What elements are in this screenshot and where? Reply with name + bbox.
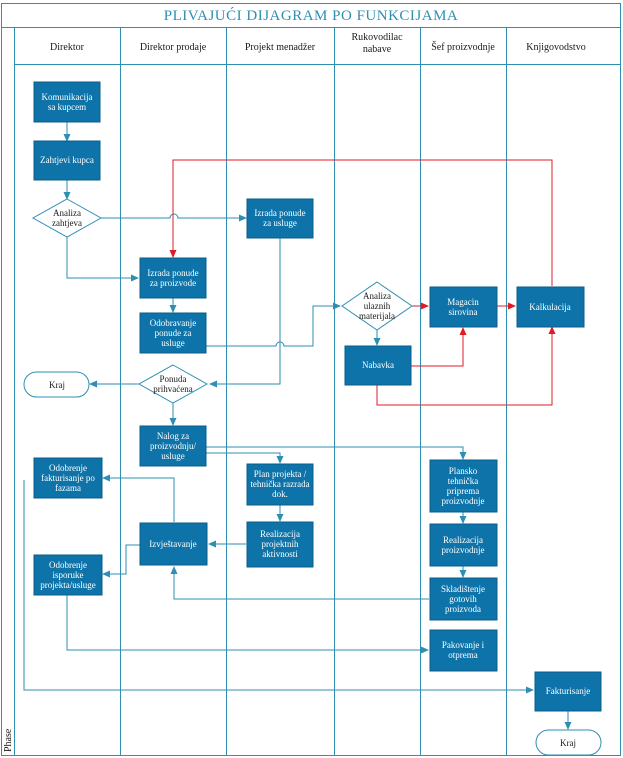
lane-header-direktor: Direktor <box>50 42 85 53</box>
terminator[interactable]: Kraj <box>23 371 90 398</box>
flow-arrow <box>209 238 281 388</box>
flow-arrow <box>101 213 247 222</box>
flow-arrow <box>376 326 556 406</box>
flow-arrow <box>23 480 534 694</box>
process-label: Izvještavanje <box>149 539 196 549</box>
flow-arrow <box>102 544 140 578</box>
flow-arrow <box>170 566 429 600</box>
diagram-title: PLIVAJUĆI DIJAGRAM PO FUNKCIJAMA <box>164 7 459 24</box>
diagram-frame <box>1 3 621 756</box>
process-label: Kalkulacija <box>529 302 570 312</box>
process-box[interactable]: Kalkulacija <box>516 286 585 328</box>
flow-arrow <box>206 452 284 464</box>
flow-arrow <box>411 327 467 367</box>
process-box[interactable]: Fakturisanje <box>534 671 602 712</box>
terminator-label: Kraj <box>49 380 65 390</box>
terminator[interactable]: Kraj <box>535 729 602 756</box>
lane-header-projekt-menadzer: Projekt menadžer <box>245 42 316 53</box>
flow-arrow <box>66 595 429 654</box>
process-label: Zahtjevi kupca <box>40 155 94 165</box>
flow-arrow <box>102 474 175 522</box>
flow-arrow <box>66 237 139 282</box>
phase-label: Phase <box>3 728 14 752</box>
terminator-label: Kraj <box>560 738 576 748</box>
flow-arrow <box>169 159 553 286</box>
process-box[interactable]: Zahtjevi kupca <box>33 140 101 181</box>
lane-header-knjigovodstvo: Knjigovodstvo <box>526 42 585 53</box>
lane-header-direktor-prodaje: Direktor prodaje <box>140 42 207 53</box>
flow-arrow <box>206 302 341 347</box>
process-box[interactable]: Izvještavanje <box>139 522 208 566</box>
process-label: Fakturisanje <box>546 686 591 696</box>
flow-arrow <box>206 446 467 460</box>
process-box[interactable]: Nabavka <box>344 345 412 386</box>
lane-header-sef-proizvodnje: Šef proizvodnje <box>431 41 495 53</box>
process-label: Nabavka <box>362 360 394 370</box>
